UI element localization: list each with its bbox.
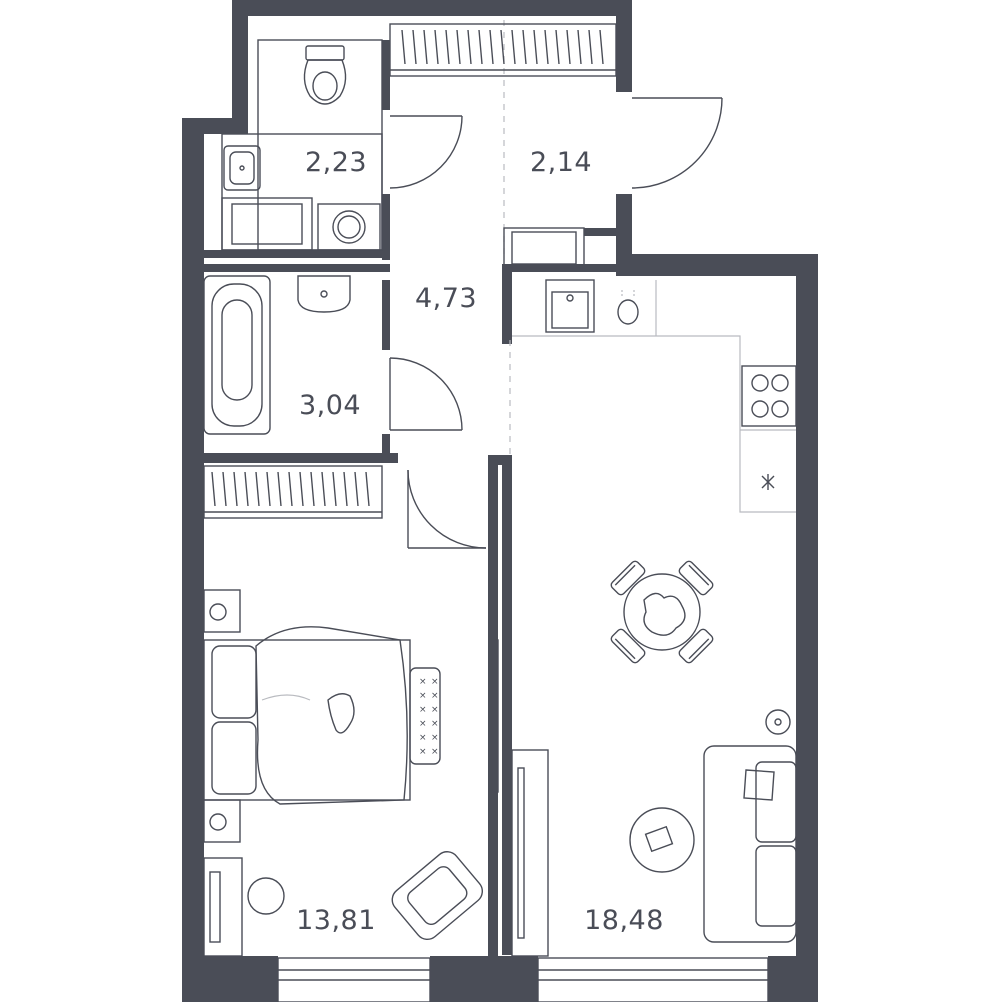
sofa-icon (703, 745, 797, 943)
hanger-mark (354, 471, 359, 507)
nightstand-icon (203, 589, 241, 633)
hanger-mark (332, 471, 337, 507)
hanger-mark (478, 29, 483, 65)
area-label-kitchen-living: 18,48 (584, 905, 664, 936)
bathtub-icon (203, 275, 271, 435)
hanger-mark (500, 29, 505, 65)
hanger-mark (222, 471, 227, 507)
pillow-pattern-mark: × (419, 747, 427, 757)
area-label-bedroom: 13,81 (296, 905, 376, 936)
washing-machine-icon (221, 197, 381, 251)
tv-cabinet (511, 749, 549, 957)
hanger-mark (288, 471, 293, 507)
nightstand-icon (203, 799, 241, 843)
pillow-pattern-mark: × (419, 705, 427, 715)
hanger-mark (588, 29, 593, 65)
hanger-mark (533, 29, 538, 65)
stove-icon (741, 365, 797, 427)
hanger-mark (310, 471, 315, 507)
double-bed-icon: × × × × × × × × × × × × (203, 626, 441, 805)
hanger-mark (244, 471, 249, 507)
pillow-pattern-mark: × (419, 733, 427, 743)
hanger-mark (434, 29, 439, 65)
pillow-pattern-mark: × (431, 719, 439, 729)
area-label-wc: 2,23 (305, 147, 367, 178)
hanger-mark (599, 29, 604, 65)
kitchen-counter (512, 280, 796, 513)
hanger-mark (343, 471, 348, 507)
toilet-icon (303, 45, 347, 105)
shoe-cabinet (503, 227, 585, 269)
hanger-mark (445, 29, 450, 65)
pillow-pattern-mark: × (419, 691, 427, 701)
hanger-mark (423, 29, 428, 65)
wardrobe-icon (203, 23, 617, 519)
hanger-mark (299, 471, 304, 507)
hanger-mark (233, 471, 238, 507)
pillow-pattern-mark: × (431, 705, 439, 715)
floor-lamp-icon (765, 709, 791, 735)
water-heater-icon (617, 290, 639, 325)
hanger-mark (266, 471, 271, 507)
pillow-pattern-mark: × (431, 677, 439, 687)
walls (182, 0, 818, 1002)
pillow-pattern-mark: × (431, 691, 439, 701)
pillow-pattern-mark: × (419, 677, 427, 687)
pillow-pattern-mark: × (431, 747, 439, 757)
windows (277, 957, 769, 1002)
area-label-wardrobe: 2,14 (530, 147, 592, 178)
dresser-icon (203, 857, 285, 957)
hanger-mark (321, 471, 326, 507)
hanger-mark (277, 471, 282, 507)
area-label-hall: 4,73 (415, 283, 477, 314)
hanger-mark (489, 29, 494, 65)
fridge-icon (761, 474, 775, 490)
area-label-bathroom: 3,04 (299, 390, 361, 421)
hanger-mark (566, 29, 571, 65)
hanger-mark (577, 29, 582, 65)
kitchen-sink-icon (545, 279, 595, 333)
hanger-mark (555, 29, 560, 65)
sink-icon (223, 145, 261, 191)
mirror-icon (491, 639, 499, 793)
pillow-pattern-mark: × (419, 719, 427, 729)
hanger-mark (365, 471, 370, 507)
hanger-mark (401, 29, 406, 65)
hanger-mark (522, 29, 527, 65)
hanger-mark (511, 29, 516, 65)
dining-table-icon (610, 560, 714, 664)
hanger-mark (211, 471, 216, 507)
pillow-pattern-mark: × (431, 733, 439, 743)
hanger-mark (255, 471, 260, 507)
hanger-mark (467, 29, 472, 65)
hanger-mark (456, 29, 461, 65)
sink-icon (297, 275, 351, 313)
hanger-mark (412, 29, 417, 65)
coffee-table-icon (629, 807, 695, 873)
armchair-icon (391, 851, 484, 941)
hanger-mark (544, 29, 549, 65)
